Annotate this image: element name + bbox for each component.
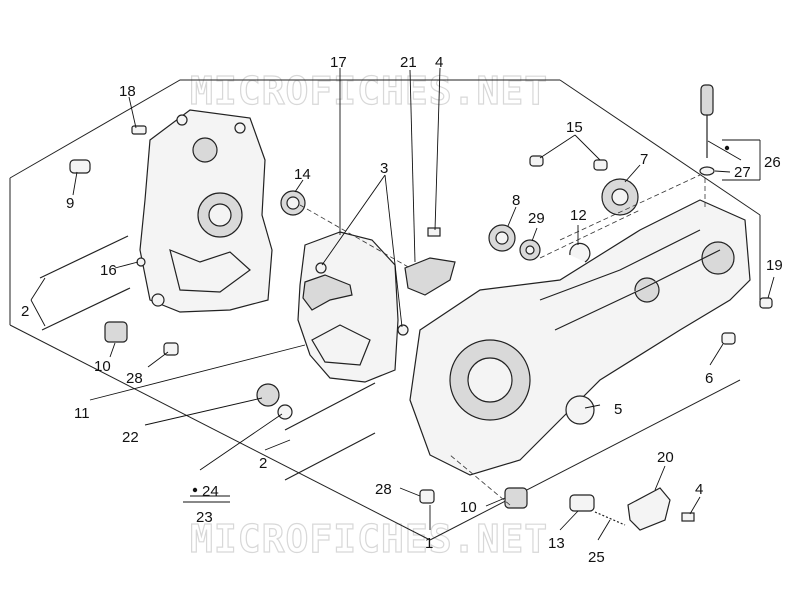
dowel-9 bbox=[69, 159, 91, 174]
right-crankcase-half bbox=[409, 199, 751, 476]
stud-bolts-left bbox=[39, 235, 131, 331]
callout-11: 11 bbox=[74, 405, 90, 422]
callout-18: 18 bbox=[119, 83, 136, 100]
dowel-6 bbox=[721, 332, 736, 345]
callout-12: 12 bbox=[570, 207, 587, 224]
callout-22: 22 bbox=[122, 429, 139, 446]
callout-3: 3 bbox=[380, 160, 388, 177]
callout-17: 17 bbox=[330, 54, 347, 71]
leader-lines bbox=[30, 67, 775, 541]
dowel-15a bbox=[529, 155, 544, 167]
kit-dot-27 bbox=[724, 145, 730, 151]
callout-2-lower: 2 bbox=[259, 455, 267, 472]
circlip-12 bbox=[569, 242, 591, 263]
bracket-21 bbox=[404, 257, 456, 296]
dowel-28-right bbox=[419, 489, 435, 504]
bushing-10-left bbox=[104, 321, 128, 343]
seal-plate bbox=[302, 274, 353, 311]
assembly-dashes bbox=[299, 174, 706, 506]
dowel-19 bbox=[759, 297, 773, 309]
callout-6: 6 bbox=[705, 370, 713, 387]
bolt-16 bbox=[136, 257, 146, 267]
bearing-14-inner bbox=[286, 196, 300, 210]
plug-3b bbox=[397, 324, 409, 336]
bushing-10-right bbox=[504, 487, 528, 509]
bolt-18 bbox=[131, 125, 147, 135]
watermark-top: MICROFICHES.NET bbox=[190, 69, 548, 113]
callout-25: 25 bbox=[588, 549, 605, 566]
o-ring-24 bbox=[277, 404, 293, 420]
callout-4-top: 4 bbox=[435, 54, 443, 71]
bearing-8-inner bbox=[495, 231, 509, 245]
kit-dot-24 bbox=[192, 487, 198, 493]
bolt-4-top bbox=[427, 227, 441, 237]
callout-8: 8 bbox=[512, 192, 520, 209]
callout-26: 26 bbox=[764, 154, 781, 171]
dipstick bbox=[699, 84, 715, 176]
callout-19: 19 bbox=[766, 257, 783, 274]
callout-21: 21 bbox=[400, 54, 417, 71]
dowel-15b bbox=[593, 159, 608, 171]
callout-10-left: 10 bbox=[94, 358, 111, 375]
spring-25 bbox=[594, 511, 626, 526]
callout-2-left: 2 bbox=[21, 303, 29, 320]
bolt-4-bottom bbox=[681, 512, 695, 522]
callout-9: 9 bbox=[66, 195, 74, 212]
callout-labels: 18 9 14 16 2 10 28 17 3 21 4 15 7 8 29 1… bbox=[21, 54, 783, 566]
callout-23: 23 bbox=[196, 509, 213, 526]
callout-15: 15 bbox=[566, 119, 583, 136]
callout-10-right: 10 bbox=[460, 499, 477, 516]
callout-14: 14 bbox=[294, 166, 311, 183]
bearing-29-inner bbox=[525, 245, 535, 255]
callout-16: 16 bbox=[100, 262, 117, 279]
callout-1: 1 bbox=[425, 535, 433, 552]
callout-28-right: 28 bbox=[375, 481, 392, 498]
callout-29: 29 bbox=[528, 210, 545, 227]
callout-24: 24 bbox=[202, 483, 219, 500]
oil-plug-22 bbox=[256, 383, 280, 407]
stud-bolts-lower bbox=[284, 382, 376, 481]
plug-3a bbox=[315, 262, 327, 274]
callout-7: 7 bbox=[640, 151, 648, 168]
callout-28-left: 28 bbox=[126, 370, 143, 387]
callout-20: 20 bbox=[657, 449, 674, 466]
left-crankcase-half bbox=[139, 109, 273, 313]
cover-plate-20 bbox=[627, 487, 671, 531]
bearing-7-inner bbox=[611, 188, 629, 206]
callout-4-bottom: 4 bbox=[695, 481, 703, 498]
callout-27: 27 bbox=[734, 164, 751, 181]
assembly-frame bbox=[9, 79, 761, 541]
callout-5: 5 bbox=[614, 401, 622, 418]
callout-13: 13 bbox=[548, 535, 565, 552]
watermark-bottom: MICROFICHES.NET bbox=[190, 517, 548, 561]
spring-cap-13 bbox=[569, 494, 595, 512]
